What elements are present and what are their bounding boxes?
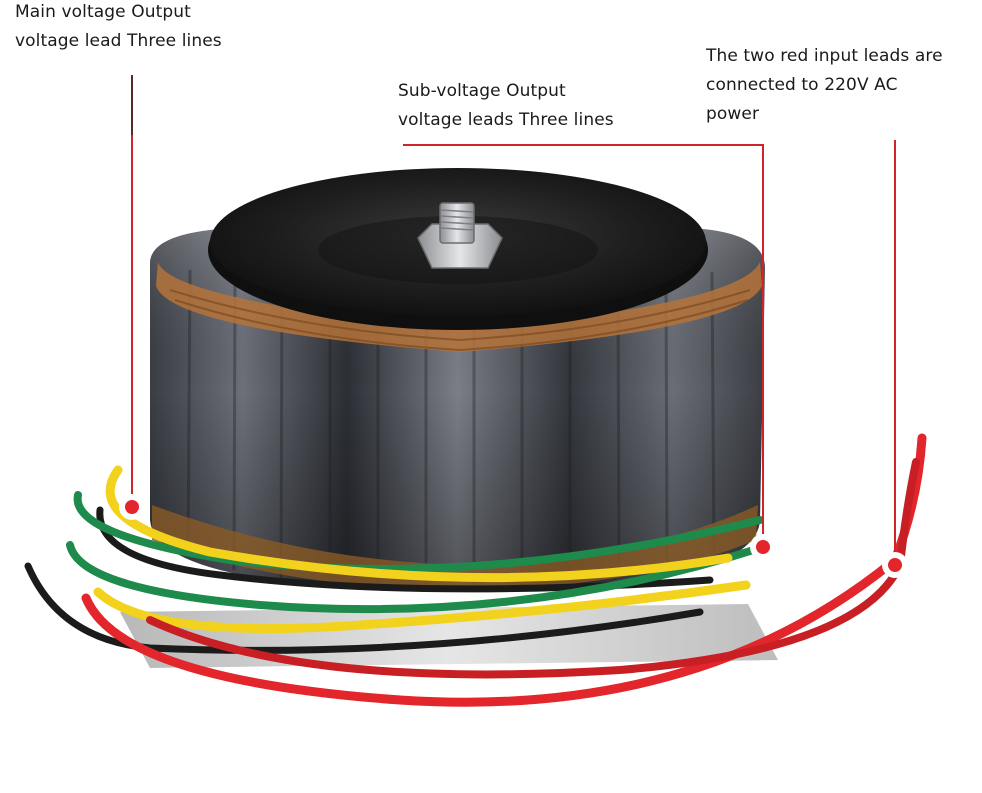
input-leads-callout: The two red input leads are connected to… [706,42,943,129]
center-bolt-icon [417,202,503,269]
main-output-callout: Main voltage Output voltage lead Three l… [15,0,222,56]
main-output-line2: voltage lead Three lines [15,31,222,51]
sub-output-line2: voltage leads Three lines [398,110,614,130]
main-output-line1: Main voltage Output [15,2,191,22]
callout-lines [131,75,896,562]
sub-output-line1: Sub-voltage Output [398,81,566,101]
sub-output-callout: Sub-voltage Output voltage leads Three l… [398,77,614,135]
input-leads-line3: power [706,104,760,124]
input-leads-line2: connected to 220V AC [706,75,898,95]
red-dot-marker-icon [119,494,908,578]
input-leads-line1: The two red input leads are [706,46,943,66]
wire-bundle [24,433,927,707]
